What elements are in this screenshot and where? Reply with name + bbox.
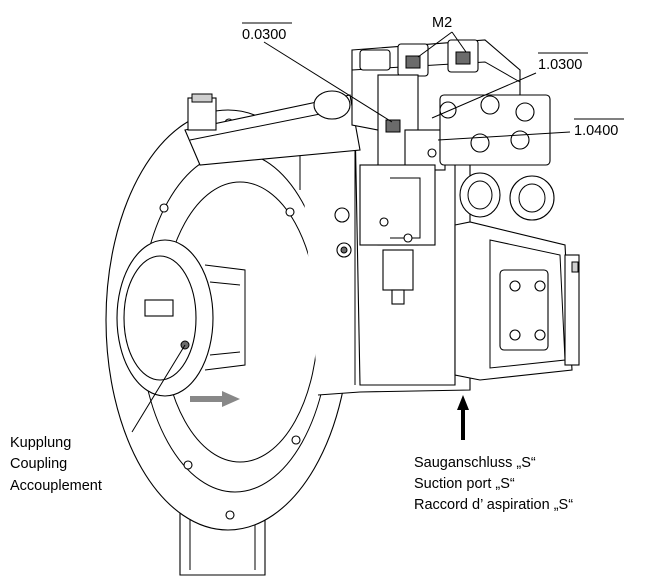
coupling [116,239,246,397]
leader-lines [131,31,571,433]
suction-arrow [457,395,469,440]
label-m2: M2 [432,15,452,31]
mounting-flange [105,109,351,576]
control-valve [359,74,446,305]
label-suction-de: Sauganschluss „S“ [414,455,536,471]
label-1-0300: 1.0300 [538,57,582,73]
gear-pump [454,221,580,381]
label-suction-fr: Raccord d’ aspiration „S“ [414,497,573,513]
label-0300: 0.0300 [242,27,286,43]
label-coupling-de: Kupplung [10,435,71,451]
label-coupling-en: Coupling [10,456,67,472]
rotation-arrow [190,391,240,407]
pressure-adjusters [439,94,555,221]
label-1-0400: 1.0400 [574,123,618,139]
label-suction-en: Suction port „S“ [414,476,515,492]
label-coupling-fr: Accouplement [10,478,102,494]
